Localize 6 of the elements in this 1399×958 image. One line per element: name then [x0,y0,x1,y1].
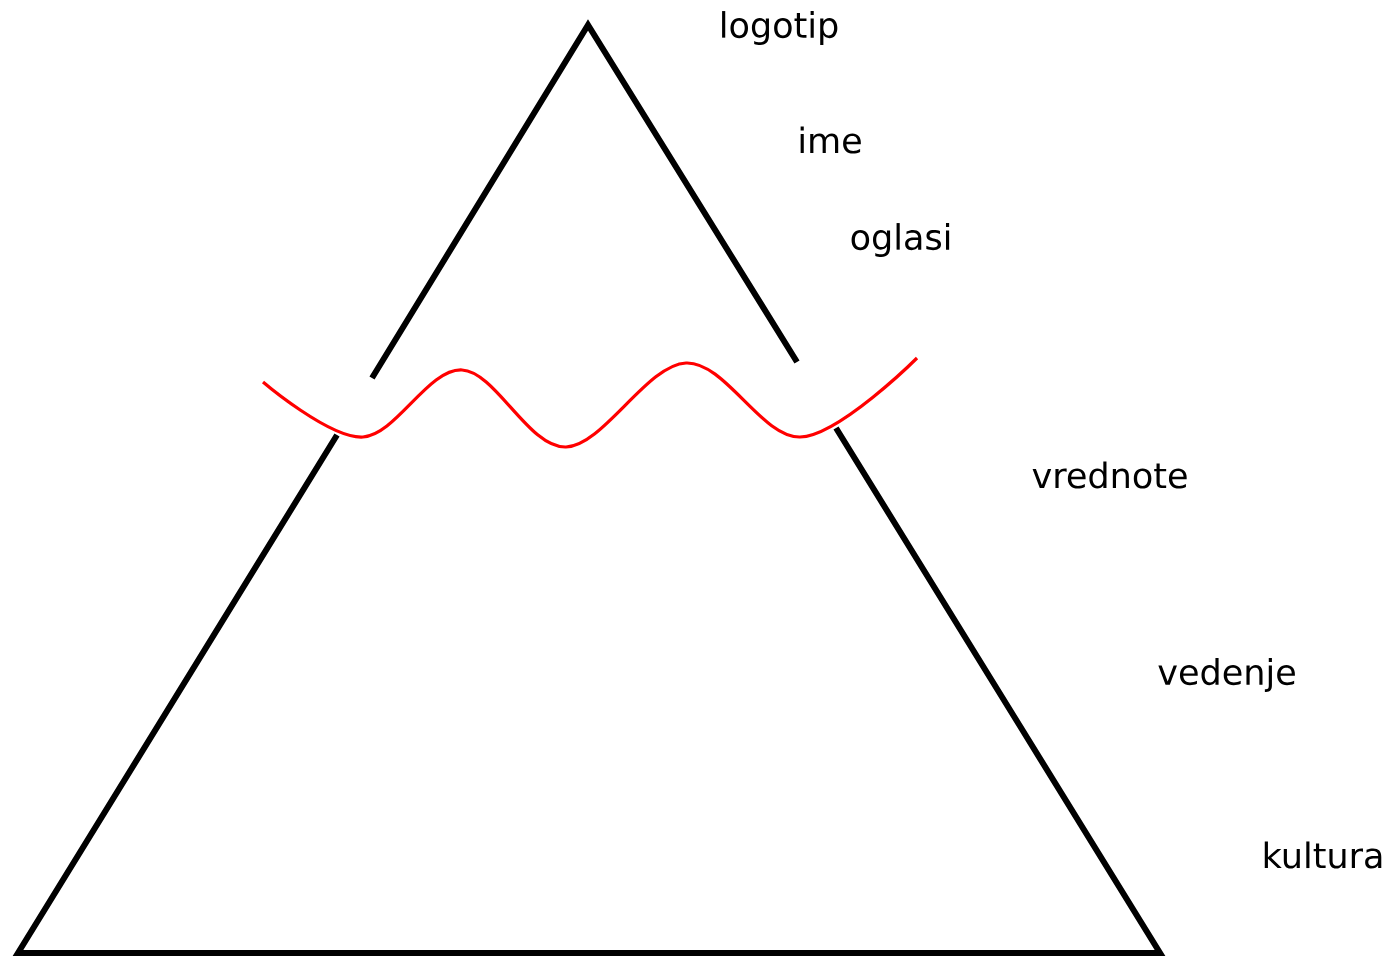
level-label: vedenje [1158,658,1295,692]
level-label: kultura [1264,841,1382,869]
level-label: vrednote [1032,461,1187,489]
level-label: oglasi [851,223,950,257]
level-label: ime [800,126,861,154]
level-label: logotip [722,11,838,45]
